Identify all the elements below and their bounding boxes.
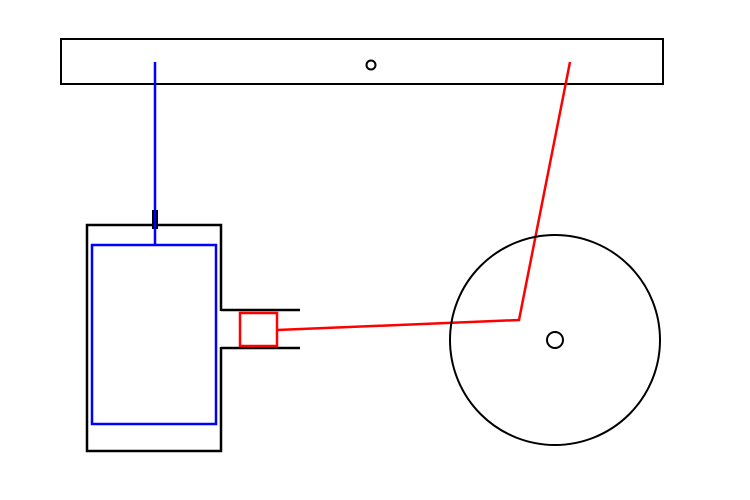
cylinder-body — [85, 223, 223, 453]
piston — [238, 311, 279, 348]
flywheel-axle — [546, 331, 564, 349]
cylinder-port-gap — [219, 311, 224, 347]
valve-box — [90, 243, 218, 426]
connecting-rod — [276, 61, 572, 332]
beam — [60, 38, 664, 85]
beam-pivot — [365, 59, 377, 71]
flywheel — [449, 234, 661, 446]
